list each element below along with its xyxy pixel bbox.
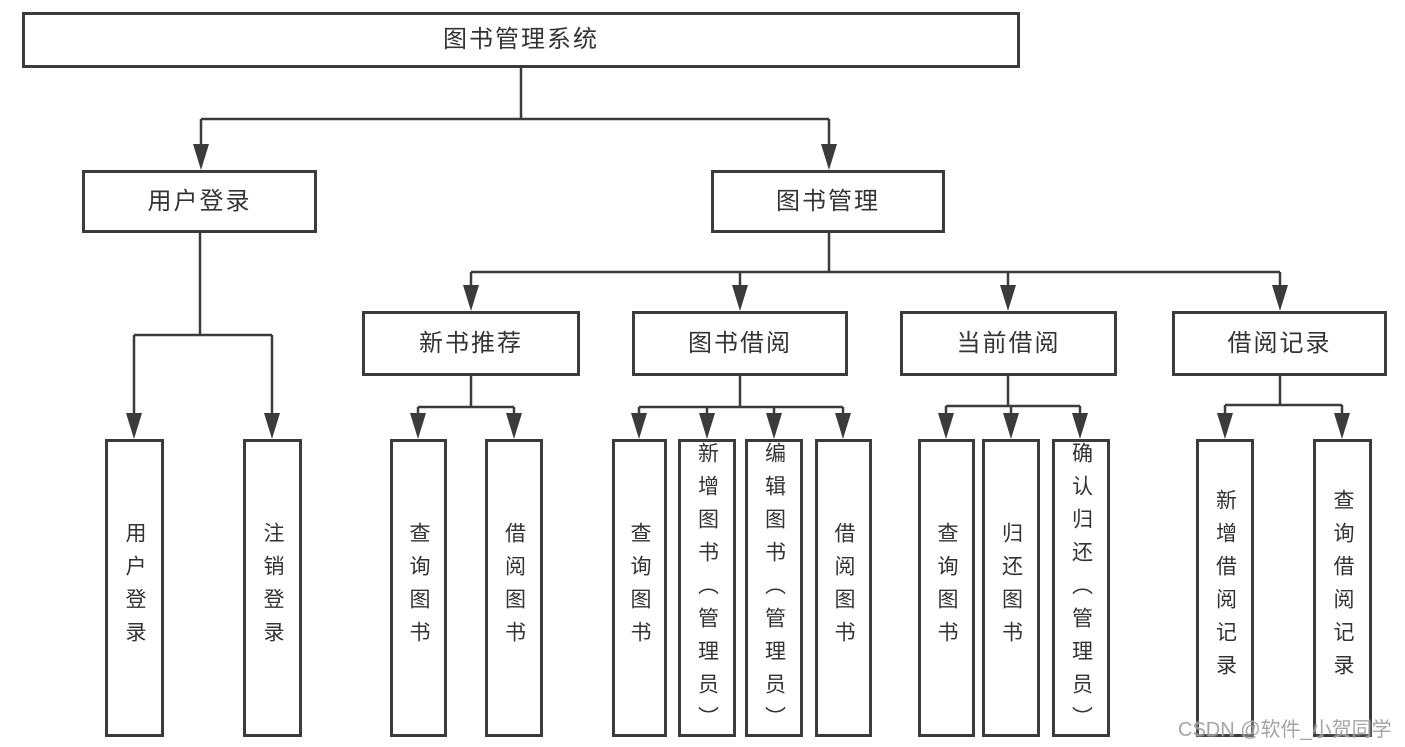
arrowhead-icons (126, 144, 1350, 439)
node-user-login: 用户登录 (82, 170, 317, 233)
leaf-recommend-borrow-books: 借阅图书 (485, 439, 543, 737)
leaf-borrow-borrow-books: 借阅图书 (815, 439, 872, 737)
leaf-records-add-record: 新增借阅记录 (1196, 439, 1254, 737)
node-borrowing-records: 借阅记录 (1172, 311, 1387, 376)
connector-paths (132, 68, 1344, 435)
leaf-user-login: 用户登录 (105, 439, 164, 737)
node-library-system: 图书管理系统 (22, 12, 1020, 68)
leaf-borrow-add-books-admin: 新增图书（管理员） (678, 439, 736, 739)
leaf-current-confirm-return-admin: 确认归还（管理员） (1052, 439, 1110, 739)
node-book-management: 图书管理 (711, 170, 945, 233)
leaf-records-query-record: 查询借阅记录 (1313, 439, 1372, 737)
node-book-borrowing: 图书借阅 (632, 311, 848, 376)
leaf-logout: 注销登录 (243, 439, 302, 737)
leaf-current-return-books: 归还图书 (982, 439, 1040, 737)
leaf-borrow-query-books: 查询图书 (612, 439, 667, 737)
node-new-book-recommend: 新书推荐 (362, 311, 580, 376)
leaf-recommend-query-books: 查询图书 (390, 439, 447, 737)
csdn-watermark: CSDN @软件_小贺同学 (1178, 719, 1392, 741)
leaf-current-query-books: 查询图书 (918, 439, 975, 737)
leaf-borrow-edit-books-admin: 编辑图书（管理员） (745, 439, 803, 739)
node-current-borrowing: 当前借阅 (900, 311, 1117, 376)
